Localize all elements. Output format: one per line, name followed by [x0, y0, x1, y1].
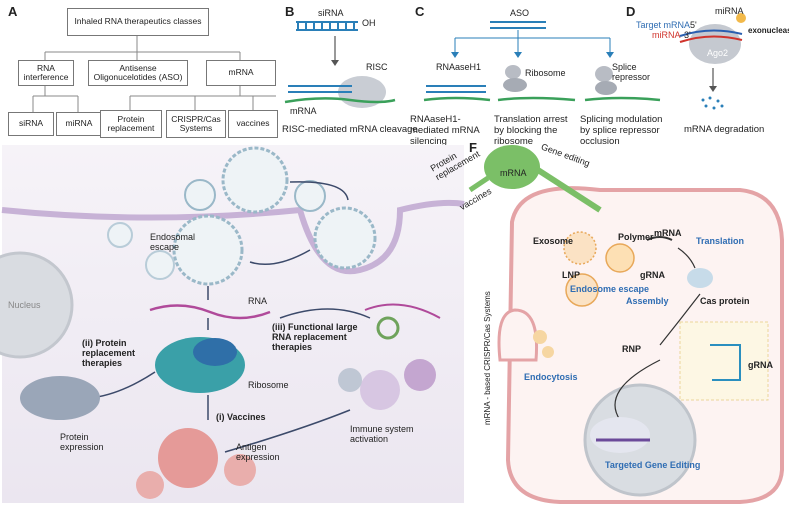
vaccines-label-e: (i) Vaccines [216, 412, 266, 422]
rna-label: RNA [248, 296, 268, 306]
lnp-label: LNP [562, 270, 580, 280]
endosomal-escape-label: Endosomal escape [150, 232, 196, 252]
functional-rna-label: (iii) Functional large RNA replacement t… [272, 322, 358, 352]
panel-d-caption: mRNA degradation [684, 124, 765, 135]
three-prime-label: 3' [684, 30, 691, 40]
protein-replacement-box: Protein replacement [100, 110, 162, 138]
mrna-box: mRNA [206, 60, 276, 86]
caption-c2: Translation arrest by blocking the ribos… [494, 114, 568, 147]
nucleus-label: Nucleus [8, 300, 41, 310]
ago2-label: Ago2 [707, 48, 729, 58]
panel-label-f: F [469, 140, 477, 155]
endosome [313, 206, 377, 270]
mrna-label-f: mRNA [500, 168, 527, 178]
cell-outline-f [505, 186, 784, 504]
sirna-box: siRNA [8, 112, 54, 136]
endocytosis-label: Endocytosis [524, 372, 578, 382]
panel-b-caption: RISC-mediated mRNA cleavage [282, 124, 418, 135]
protein-expression-label: Protein expression [60, 432, 104, 452]
rna-interference-box: RNA interference [18, 60, 74, 86]
mrna-source [484, 145, 540, 189]
exosome-label: Exosome [533, 236, 574, 246]
vaccines-box: vaccines [228, 110, 278, 138]
side-label-f: mRNA - based CRISPR/Cas Systems [483, 291, 492, 425]
polymer-label: Polymer [618, 232, 654, 242]
rnp-label: RNP [622, 344, 642, 354]
ribosome-label-c: Ribosome [525, 68, 566, 78]
panel-label-b: B [285, 4, 295, 19]
caption-c1: RNAaseH1-mediated mRNA silencing [410, 114, 480, 147]
mirna-red-label: miRNA [652, 30, 681, 40]
mrna2-label: mRNA [654, 228, 682, 238]
exonucleases-label: exonucleases [748, 26, 789, 35]
five-prime-label: 5' [690, 20, 697, 30]
protein-e [20, 376, 100, 420]
splice-repressor [595, 66, 613, 82]
exonuclease-icon [736, 13, 746, 23]
cas-protein-label: Cas protein [700, 296, 750, 306]
rnaseh1-label: RNAaseH1 [436, 62, 482, 72]
cell-membrane [1, 199, 465, 275]
oh-label: OH [362, 18, 376, 28]
sirna-label: siRNA [318, 8, 344, 18]
grna2-label: gRNA [748, 360, 773, 370]
crispr-box: CRISPR/Cas Systems [166, 110, 226, 138]
ribosome-c [505, 65, 521, 79]
ribosome-label-e: Ribosome [248, 380, 289, 390]
endosome-escape-label: Endosome escape [570, 284, 650, 294]
lnp-top [221, 146, 289, 214]
panel-label-d: D [626, 4, 636, 19]
cas-protein [687, 268, 713, 288]
nucleus [0, 251, 74, 359]
grna-label: gRNA [640, 270, 665, 280]
immune-activation-label: Immune system activation [350, 424, 414, 444]
classes-root-box: Inhaled RNA therapeutics classes [67, 8, 209, 36]
targeted-editing-label: Targeted Gene Editing [605, 460, 701, 470]
panel-label-a: A [8, 4, 18, 19]
escaping-endosome [172, 214, 244, 286]
risc-label: RISC [366, 62, 388, 72]
immune-cell [360, 370, 400, 410]
caption-c3: Splicing modulation by splice repressor … [580, 114, 663, 147]
mrna-label-b: mRNA [290, 106, 317, 116]
target-mrna-label: Target mRNA [636, 20, 691, 30]
mirna-top-label: miRNA [715, 6, 744, 16]
protein-replacement-label: (ii) Protein replacement therapies [82, 338, 136, 368]
antigen-particle [158, 428, 218, 488]
degraded-fragments [701, 96, 724, 110]
assembly-label: Assembly [626, 296, 669, 306]
panel-label-c: C [415, 4, 425, 19]
aso-box: Antisense Oligonucelotides (ASO) [88, 60, 188, 86]
aso-label: ASO [510, 8, 530, 18]
mirna-box: miRNA [56, 112, 102, 136]
ago2-protein [689, 24, 741, 64]
antigen-expression-label: Antigen expression [236, 442, 280, 462]
splice-repressor-label: Splice repressor [612, 62, 651, 82]
translation-label: Translation [696, 236, 745, 246]
